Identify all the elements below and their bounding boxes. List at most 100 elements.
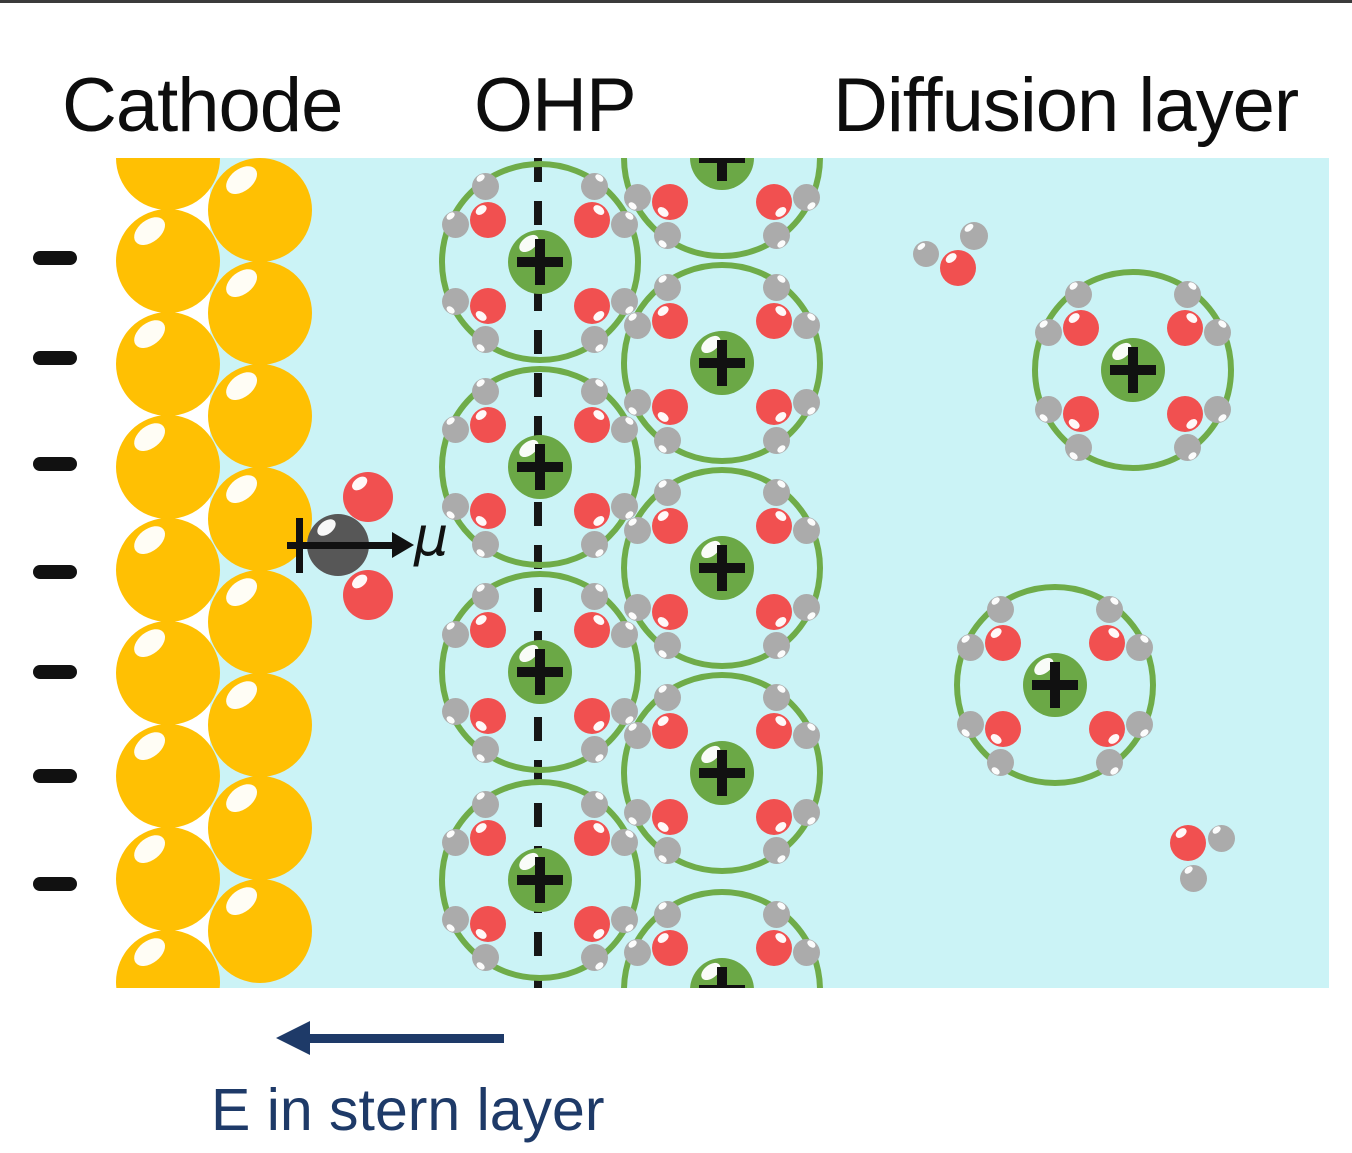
specular-highlight-icon: [474, 173, 486, 184]
oxygen-atom: [756, 389, 792, 425]
cathode-atom: [116, 827, 220, 931]
minus-icon: [33, 351, 77, 365]
hydrogen-atom: [471, 790, 499, 818]
specular-highlight-icon: [656, 901, 668, 912]
specular-highlight-icon: [656, 713, 671, 728]
plus-icon: [717, 545, 727, 591]
e-field-arrow-shaft: [308, 1034, 504, 1043]
oxygen-atom: [574, 202, 610, 238]
oxygen-atom: [470, 906, 506, 942]
plus-icon: [1128, 347, 1138, 393]
cation-ion: [690, 331, 754, 395]
hydrogen-atom: [653, 222, 681, 250]
hydrogen-atom: [441, 698, 469, 726]
solvation-shell-ring: [621, 262, 823, 464]
hydrogen-atom: [960, 222, 988, 250]
specular-highlight-icon: [474, 583, 486, 594]
ohp-label: OHP: [474, 63, 637, 148]
specular-highlight-icon: [989, 596, 1001, 607]
specular-highlight-icon: [128, 520, 170, 560]
hydrogen-atom: [1204, 318, 1232, 346]
oxygen-atom: [756, 184, 792, 220]
plus-icon: [1050, 662, 1060, 708]
hydrogen-atom: [471, 172, 499, 200]
minus-icon: [33, 665, 77, 679]
specular-highlight-icon: [916, 241, 927, 252]
cathode-atom: [208, 364, 312, 468]
hydrogen-atom: [623, 311, 651, 339]
cation-ion: [690, 536, 754, 600]
specular-highlight-icon: [444, 211, 456, 222]
specular-highlight-icon: [474, 407, 489, 422]
specular-highlight-icon: [1067, 310, 1082, 325]
hydrogen-atom: [623, 721, 651, 749]
oxygen-atom: [1170, 825, 1206, 861]
cathode-atom: [116, 312, 220, 416]
hydrogen-atom: [623, 799, 651, 827]
specular-highlight-icon: [1174, 825, 1189, 840]
cell-region: μ: [0, 158, 1352, 988]
specular-highlight-icon: [1067, 281, 1079, 292]
oxygen-atom: [1089, 625, 1125, 661]
hydrogen-atom: [1096, 595, 1124, 623]
hydrogen-atom: [653, 837, 681, 865]
oxygen-atom: [940, 250, 976, 286]
oxygen-atom: [756, 799, 792, 835]
oxygen-atom: [574, 906, 610, 942]
cation-ion: [1023, 653, 1087, 717]
minus-icon: [33, 769, 77, 783]
specular-highlight-icon: [656, 508, 671, 523]
cathode-atom: [208, 158, 312, 262]
oxygen-atom: [756, 594, 792, 630]
solvation-shell-ring: [439, 779, 641, 981]
e-field-label: E in stern layer: [211, 1077, 605, 1143]
dipole-arrow-shaft: [287, 542, 392, 549]
hydrogen-atom: [611, 620, 639, 648]
hydrogen-atom: [611, 210, 639, 238]
cathode-atom: [208, 570, 312, 674]
oxygen-atom: [1063, 310, 1099, 346]
hydrogen-atom: [956, 711, 984, 739]
solvation-shell-ring: [621, 467, 823, 669]
specular-highlight-icon: [656, 930, 671, 945]
plus-icon: [535, 857, 545, 903]
specular-highlight-icon: [626, 939, 638, 950]
specular-highlight-icon: [128, 314, 170, 354]
oxygen-atom: [470, 493, 506, 529]
hydrogen-atom: [763, 478, 791, 506]
hydrogen-atom: [653, 273, 681, 301]
specular-highlight-icon: [1182, 865, 1194, 876]
oxygen-atom: [470, 202, 506, 238]
oxygen-atom: [470, 612, 506, 648]
oxygen-atom: [1089, 711, 1125, 747]
oxygen-atom: [470, 698, 506, 734]
hydrogen-atom: [581, 172, 609, 200]
hydrogen-atom: [471, 944, 499, 972]
oxygen-atom: [652, 389, 688, 425]
hydrogen-atom: [623, 516, 651, 544]
oxygen-atom: [470, 820, 506, 856]
diffusion-layer-label: Diffusion layer: [833, 63, 1299, 148]
hydrogen-atom: [763, 900, 791, 928]
solvation-shell-ring: [621, 672, 823, 874]
hydrogen-atom: [471, 736, 499, 764]
oxygen-atom: [756, 930, 792, 966]
hydrogen-atom: [623, 184, 651, 212]
specular-highlight-icon: [944, 250, 959, 265]
specular-highlight-icon: [656, 479, 668, 490]
specular-highlight-icon: [656, 303, 671, 318]
oxygen-atom: [985, 711, 1021, 747]
specular-highlight-icon: [959, 634, 971, 645]
hydrogen-atom: [581, 582, 609, 610]
specular-highlight-icon: [474, 612, 489, 627]
hydrogen-atom: [581, 790, 609, 818]
solvation-shell-ring: [1032, 269, 1234, 471]
oxygen-atom: [652, 508, 688, 544]
hydrogen-atom: [1034, 318, 1062, 346]
cathode-atom: [208, 467, 312, 571]
hydrogen-atom: [653, 427, 681, 455]
oxygen-atom: [985, 625, 1021, 661]
oxygen-atom: [1167, 310, 1203, 346]
hydrogen-atom: [441, 828, 469, 856]
minus-icon: [33, 251, 77, 265]
